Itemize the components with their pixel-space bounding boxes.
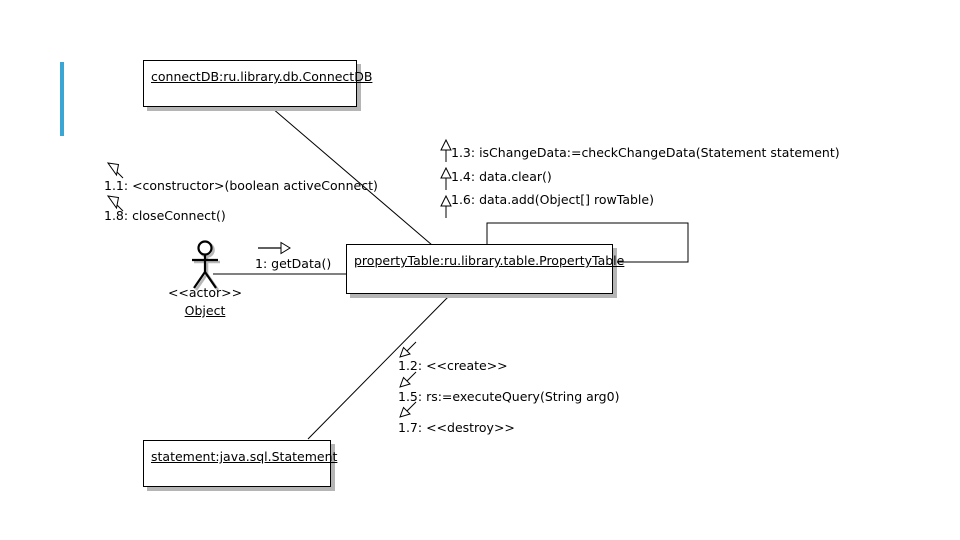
object-title-statement: statement:java.sql.Statement bbox=[151, 449, 338, 464]
actor-name-text: Object bbox=[184, 303, 226, 318]
actor-stereotype: <<actor>> bbox=[140, 286, 270, 300]
actor-icon bbox=[192, 240, 220, 291]
message-label-1-1[interactable]: 1.1: <constructor>(boolean activeConnect… bbox=[104, 178, 378, 193]
arrow-1-8-icon bbox=[106, 195, 124, 212]
link-propertytable-self bbox=[486, 222, 689, 263]
arrow-1-2-icon bbox=[399, 341, 417, 358]
arrow-1-1-icon bbox=[106, 162, 124, 179]
message-label-1[interactable]: 1: getData() bbox=[255, 256, 332, 271]
arrow-getdata-icon bbox=[258, 241, 291, 255]
object-title-connectdb: connectDB:ru.library.db.ConnectDB bbox=[151, 69, 373, 84]
object-box-statement[interactable]: statement:java.sql.Statement bbox=[143, 440, 337, 487]
object-box-propertytable[interactable]: propertyTable:ru.library.table.PropertyT… bbox=[346, 244, 624, 294]
arrow-1-7-icon bbox=[399, 401, 417, 418]
left-accent-bar bbox=[60, 62, 64, 136]
arrow-1-5-icon bbox=[399, 371, 417, 388]
message-label-1-8[interactable]: 1.8: closeConnect() bbox=[104, 208, 226, 223]
arrow-1-6-icon bbox=[440, 194, 452, 218]
object-box-connectdb[interactable]: connectDB:ru.library.db.ConnectDB bbox=[143, 60, 372, 107]
object-title-wrap: propertyTable:ru.library.table.PropertyT… bbox=[354, 250, 624, 269]
message-label-1-3[interactable]: 1.3: isChangeData:=checkChangeData(State… bbox=[451, 145, 840, 160]
object-title-propertytable: propertyTable:ru.library.table.PropertyT… bbox=[354, 253, 625, 268]
object-title-wrap: statement:java.sql.Statement bbox=[151, 446, 337, 465]
message-label-1-4[interactable]: 1.4: data.clear() bbox=[451, 169, 552, 184]
message-label-1-2[interactable]: 1.2: <<create>> bbox=[398, 358, 508, 373]
object-title-wrap: connectDB:ru.library.db.ConnectDB bbox=[151, 66, 372, 85]
message-label-1-5[interactable]: 1.5: rs:=executeQuery(String arg0) bbox=[398, 389, 620, 404]
arrow-1-3-icon bbox=[440, 138, 452, 162]
message-label-1-6[interactable]: 1.6: data.add(Object[] rowTable) bbox=[451, 192, 654, 207]
actor-stereotype-text: <<actor>> bbox=[167, 285, 243, 300]
actor-name: Object bbox=[140, 304, 270, 318]
arrow-1-4-icon bbox=[440, 166, 452, 190]
link-connectdb-propertytable bbox=[271, 107, 433, 246]
message-label-1-7[interactable]: 1.7: <<destroy>> bbox=[398, 420, 515, 435]
link-propertytable-statement bbox=[307, 295, 450, 440]
